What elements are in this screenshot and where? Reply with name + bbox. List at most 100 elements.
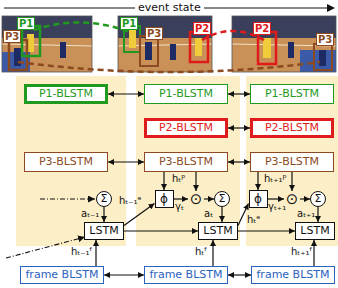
connector [108, 161, 144, 162]
player [319, 50, 326, 66]
player-box [22, 26, 40, 56]
process-box: P2-BLSTM [144, 118, 228, 138]
process-box: ϕ [155, 190, 174, 208]
connector [317, 207, 318, 222]
signal-label: hₜᶠ [195, 246, 207, 258]
process-box: ϕ [249, 190, 268, 208]
player-label: P2 [193, 22, 211, 35]
connector [238, 230, 295, 231]
node-text: Σ [101, 191, 108, 207]
node-text: P1-BLSTM [159, 84, 213, 104]
player [288, 42, 294, 58]
connector [195, 172, 196, 191]
sum-circle: Σ [214, 191, 230, 207]
connector [204, 198, 214, 199]
player-label: P1 [17, 17, 35, 30]
sum-circle: Σ [310, 191, 326, 207]
player [263, 38, 271, 58]
connector [174, 198, 189, 199]
title-label: event state [135, 1, 204, 14]
process-box: P3-BLSTM [144, 152, 228, 172]
process-box: P1-BLSTM [144, 84, 228, 104]
node-text: P3-BLSTM [265, 152, 319, 172]
connector [257, 172, 258, 190]
signal-label: aₜ₊₁ [297, 208, 315, 220]
node-text: LSTM [300, 222, 329, 240]
connector [228, 127, 250, 128]
player-box [258, 32, 276, 64]
player [195, 38, 202, 56]
player-label: P3 [145, 27, 163, 40]
connector [103, 207, 104, 222]
node-text: LSTM [203, 222, 232, 240]
process-box: P3-BLSTM [24, 152, 108, 172]
player-label: P1 [120, 17, 138, 30]
sum-circle: Σ [96, 191, 112, 207]
connector [228, 93, 250, 94]
connector [238, 204, 249, 226]
node-text: frame BLSTM [150, 266, 223, 284]
node-text: frame BLSTM [26, 266, 99, 284]
process-box: LSTM [198, 222, 238, 240]
player-box [190, 32, 208, 62]
frame-border [2, 16, 92, 72]
node-text: frame BLSTM [257, 266, 330, 284]
player-label: P3 [3, 30, 21, 43]
paint [300, 50, 336, 72]
node-text: ϕ [160, 190, 168, 208]
track-line [34, 22, 130, 32]
video-frame [118, 16, 212, 72]
video-frame [232, 16, 336, 72]
process-box: P1-BLSTM [24, 84, 108, 104]
node-text: P1-BLSTM [265, 84, 319, 104]
node-text: ⊙ [286, 191, 299, 207]
product-symbol: ⊙ [284, 191, 300, 207]
node-text: P3-BLSTM [39, 152, 93, 172]
frame-border [232, 16, 336, 72]
product-symbol: ⊙ [188, 191, 204, 207]
signal-label: hₜ₋₁ᵉ [119, 195, 142, 207]
connector [221, 207, 222, 222]
time-band [246, 76, 338, 246]
node-text: LSTM [89, 222, 118, 240]
node-text: P3-BLSTM [159, 152, 213, 172]
player [60, 42, 66, 58]
connector [104, 274, 144, 275]
process-box: frame BLSTM [20, 266, 104, 284]
connector [163, 172, 164, 190]
signal-label: γₜ [175, 201, 184, 213]
node-text: ⊙ [190, 191, 203, 207]
player [145, 42, 152, 60]
connector [95, 240, 96, 266]
node-text: Σ [219, 191, 226, 207]
connector [300, 198, 310, 199]
process-box: P2-BLSTM [250, 118, 334, 138]
connector [212, 240, 213, 266]
signal-label: aₜ₋₁ [81, 208, 99, 220]
signal-label: hₜᵉ [247, 214, 260, 226]
node-text: P2-BLSTM [265, 118, 319, 138]
time-band [16, 76, 126, 246]
process-box: frame BLSTM [144, 266, 228, 284]
process-box: frame BLSTM [251, 266, 335, 284]
signal-label: hₜ₋₁ᶠ [71, 246, 93, 258]
process-box: LSTM [295, 222, 335, 240]
court-line [2, 44, 92, 46]
node-text: P1-BLSTM [39, 84, 93, 104]
connector [228, 274, 251, 275]
connector [124, 204, 155, 226]
player [129, 30, 136, 48]
node-text: P2-BLSTM [159, 118, 213, 138]
time-band [136, 76, 240, 246]
connector [268, 198, 285, 199]
connector [313, 240, 314, 266]
process-box: LSTM [84, 222, 124, 240]
connector [124, 230, 198, 231]
court [2, 38, 92, 72]
signal-label: aₜ [204, 208, 213, 220]
signal-label: hₜ₊₁ᶠ [291, 246, 313, 258]
video-frame [2, 16, 92, 72]
time-axis-head [327, 4, 335, 12]
